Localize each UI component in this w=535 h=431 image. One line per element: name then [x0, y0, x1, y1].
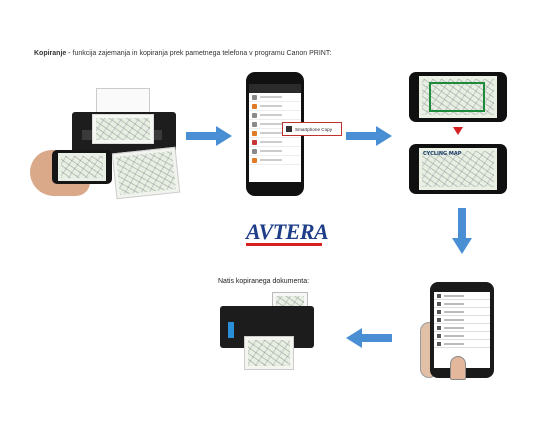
capture-frame: [429, 82, 485, 112]
smartphone-landscape: [52, 150, 112, 184]
map-title: CYCLING MAP: [423, 151, 462, 157]
scanned-map-sheet: [92, 114, 154, 144]
caption-top: Kopiranje - funkcija zajemanja in kopira…: [34, 50, 331, 57]
caption-bottom: Natis kopiranega dokumenta:: [218, 278, 310, 285]
printer-with-phone-illustration: [30, 88, 181, 200]
printed-map-sheet: [111, 146, 181, 200]
printer-printing-illustration: [218, 292, 316, 372]
right-arrow-icon: [346, 126, 392, 146]
smartphone-portrait: [430, 282, 494, 378]
smartphone-copy-popup: Smartphone Copy: [282, 122, 342, 136]
smartphone-capture-screen: [409, 72, 507, 122]
caption-top-text: - funkcija zajemanja in kopiranja prek p…: [66, 50, 332, 57]
avtera-logo: AVTERA: [246, 219, 329, 250]
finger: [450, 356, 466, 380]
hand-holding-smartphone-illustration: [420, 282, 502, 380]
down-arrow-icon: [452, 208, 472, 254]
smartphone-captured-document: CYCLING MAP: [409, 144, 507, 194]
logo-text: AVTERA: [246, 219, 329, 244]
logo-underline: [246, 243, 322, 246]
caption-top-bold: Kopiranje: [34, 50, 67, 57]
smartphone-copy-label: Smartphone Copy: [295, 126, 333, 132]
printed-copy: [244, 336, 294, 370]
red-down-triangle-icon: [453, 127, 463, 135]
paper-indicator: [228, 322, 234, 338]
right-arrow-icon: [186, 126, 232, 146]
left-arrow-icon: [346, 328, 392, 348]
copy-icon: [286, 126, 292, 132]
